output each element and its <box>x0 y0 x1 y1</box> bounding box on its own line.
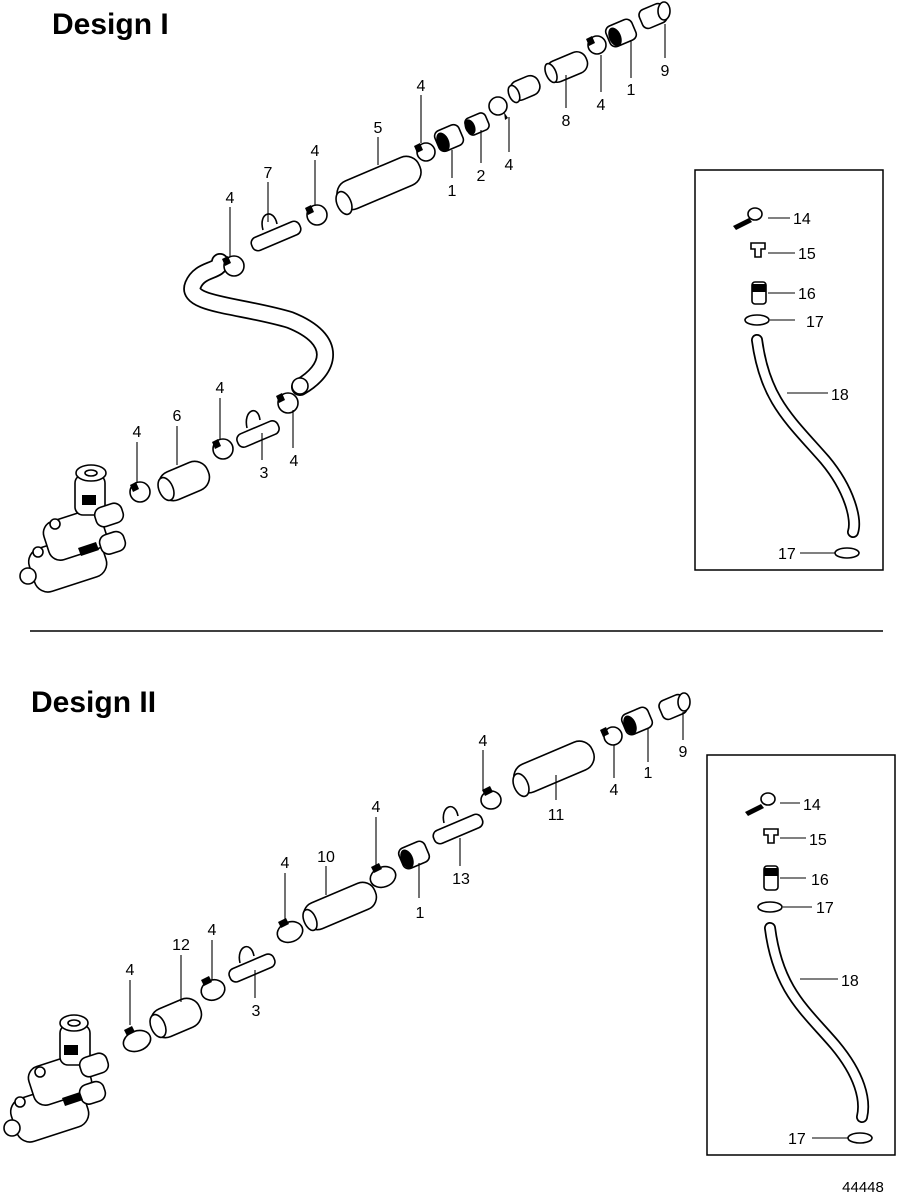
design-1-leaders <box>136 24 666 483</box>
callout-13: 13 <box>452 871 470 888</box>
callout-4: 4 <box>417 78 426 95</box>
callout-11: 11 <box>548 807 565 824</box>
design-2-inset: 14 15 16 17 18 17 <box>706 754 896 1156</box>
design-1: Design I <box>19 1 884 593</box>
callout-1: 1 <box>416 905 425 922</box>
callout-7: 7 <box>264 165 273 182</box>
callout-8: 8 <box>562 113 571 130</box>
callout-15: 15 <box>798 246 816 263</box>
callout-4: 4 <box>126 962 135 979</box>
water-pump-assembly <box>3 1014 110 1143</box>
design-2-parts <box>122 692 691 1053</box>
callout-16: 16 <box>811 872 829 889</box>
callout-18: 18 <box>831 387 849 404</box>
callout-4: 4 <box>479 733 488 750</box>
callout-4: 4 <box>208 922 217 939</box>
design-2-leaders <box>129 712 684 1025</box>
callout-15: 15 <box>809 832 827 849</box>
callout-17: 17 <box>788 1131 806 1148</box>
design-1-title: Design I <box>52 8 169 41</box>
callout-4: 4 <box>610 782 619 799</box>
callout-14: 14 <box>803 797 821 814</box>
callout-4: 4 <box>597 97 606 114</box>
design-1-callouts: 4 6 4 3 4 4 7 4 5 4 1 2 4 8 4 1 9 <box>133 63 670 482</box>
callout-18: 18 <box>841 973 859 990</box>
callout-6: 6 <box>173 408 182 425</box>
callout-17: 17 <box>778 546 796 563</box>
design-2-callouts: 4 12 4 3 4 10 4 1 13 4 11 4 1 9 <box>126 733 688 1020</box>
callout-17: 17 <box>806 314 824 331</box>
design-1-parts <box>129 1 671 503</box>
callout-16: 16 <box>798 286 816 303</box>
callout-17: 17 <box>816 900 834 917</box>
callout-1: 1 <box>627 82 636 99</box>
callout-12: 12 <box>172 937 190 954</box>
callout-5: 5 <box>374 120 383 137</box>
callout-4: 4 <box>372 799 381 816</box>
callout-4: 4 <box>226 190 235 207</box>
callout-4: 4 <box>505 157 514 174</box>
callout-10: 10 <box>317 849 335 866</box>
design-2-title: Design II <box>31 686 156 719</box>
callout-9: 9 <box>661 63 670 80</box>
callout-9: 9 <box>679 744 688 761</box>
callout-4: 4 <box>290 453 299 470</box>
callout-3: 3 <box>252 1003 261 1020</box>
figure-code: 44448 <box>842 1179 884 1196</box>
callout-3: 3 <box>260 465 269 482</box>
callout-2: 2 <box>477 168 486 185</box>
design-1-inset: 14 15 16 17 18 17 <box>694 169 884 571</box>
callout-1: 1 <box>448 183 457 200</box>
callout-4: 4 <box>311 143 320 160</box>
callout-4: 4 <box>133 424 142 441</box>
design-2: Design II <box>3 686 896 1156</box>
water-pump-assembly <box>19 464 127 593</box>
callout-4: 4 <box>281 855 290 872</box>
callout-14: 14 <box>793 211 811 228</box>
callout-4: 4 <box>216 380 225 397</box>
callout-1: 1 <box>644 765 653 782</box>
